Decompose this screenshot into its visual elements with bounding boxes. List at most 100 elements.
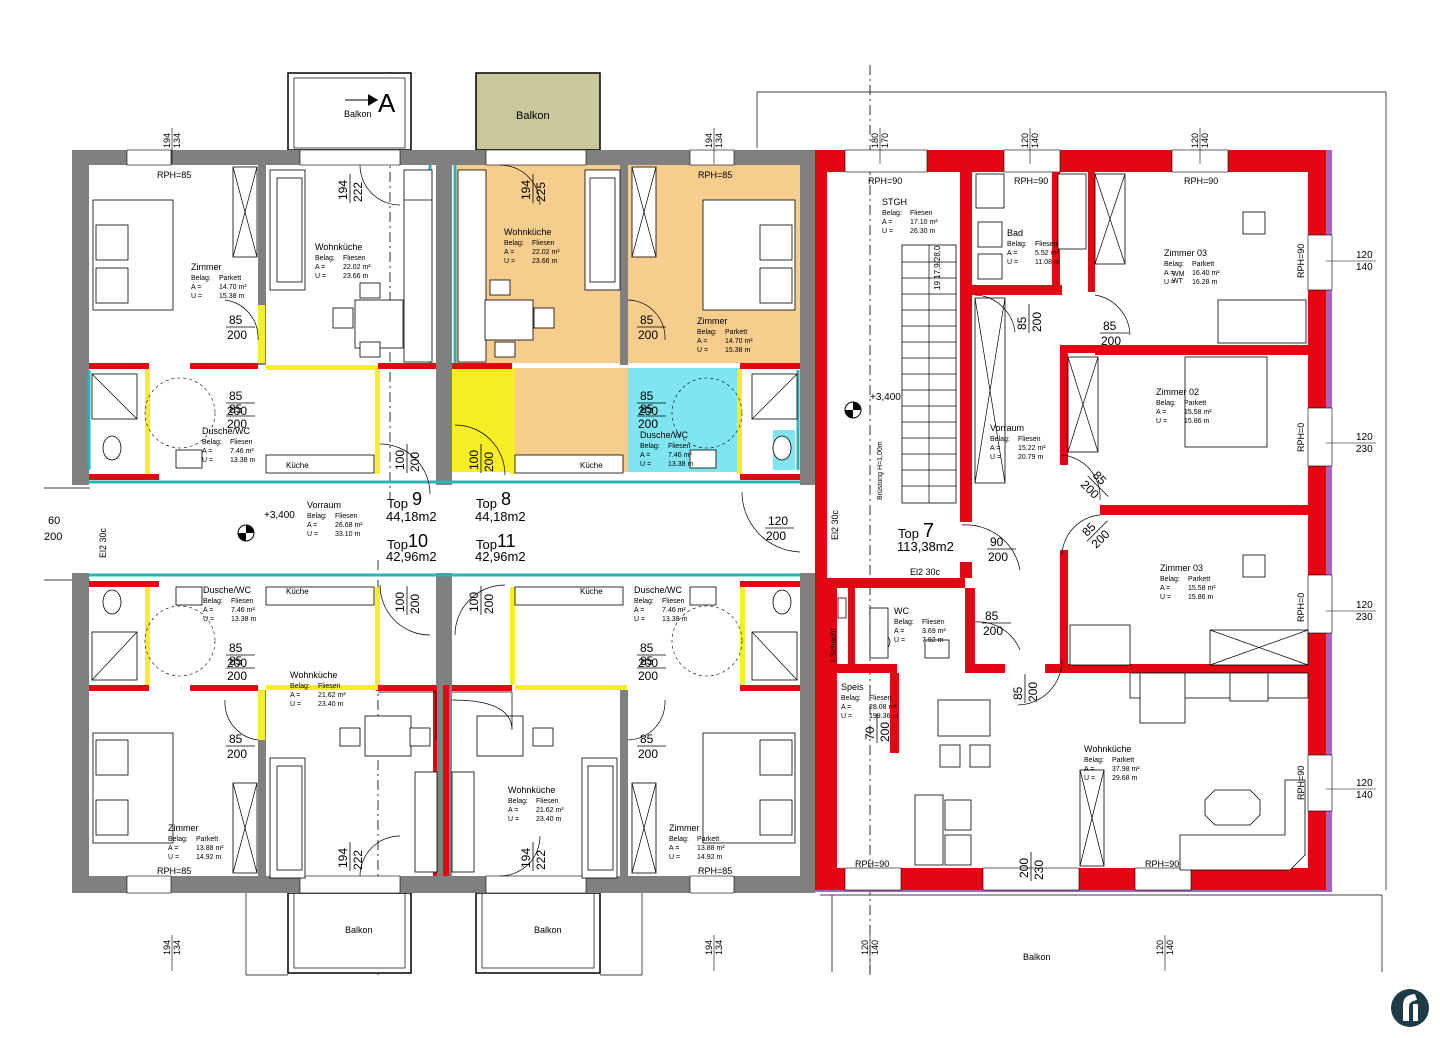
room-name: Wohnküche bbox=[315, 242, 362, 252]
top-8: Top 8 44,18m2 bbox=[475, 489, 526, 524]
svg-text:10: 10 bbox=[408, 531, 428, 551]
door-width: 85 bbox=[1015, 316, 1029, 330]
area-key: A = bbox=[640, 452, 650, 459]
area-key: A = bbox=[894, 628, 904, 635]
area-value: 17.10 m² bbox=[910, 219, 938, 226]
belag-key: Belag: bbox=[508, 798, 528, 805]
belag-value: Parkett bbox=[196, 836, 218, 843]
door-height: 225 bbox=[534, 182, 548, 202]
top-10: Top 10 42,96m2 bbox=[386, 531, 437, 564]
rph-label: RPH=85 bbox=[157, 866, 191, 876]
area-value: 7.46 m² bbox=[662, 607, 686, 614]
perimeter-value: 16.28 m bbox=[1192, 279, 1217, 286]
area-key: A = bbox=[315, 264, 325, 271]
perimeter-key: U = bbox=[841, 713, 852, 720]
belag-value: Fliesen bbox=[532, 240, 555, 247]
belag-value: Fliesen bbox=[318, 683, 341, 690]
perimeter-value: 23.40 m bbox=[318, 701, 343, 708]
door-height: 200 bbox=[638, 656, 658, 670]
area-value: 13.88 m² bbox=[697, 845, 725, 852]
door-width: 194 bbox=[336, 848, 350, 868]
window-height: 134 bbox=[714, 940, 724, 955]
area-value: 3.69 m² bbox=[922, 628, 946, 635]
perimeter-key: U = bbox=[697, 347, 708, 354]
rph-label: RPH=0 bbox=[1296, 423, 1306, 452]
area-key: A = bbox=[990, 445, 1000, 452]
belag-value: Parkett bbox=[1112, 757, 1134, 764]
kitchen-label: Küche bbox=[286, 587, 309, 596]
belag-key: Belag: bbox=[1160, 576, 1180, 583]
door-height: 200 bbox=[638, 328, 658, 342]
svg-text:Top: Top bbox=[898, 526, 919, 541]
belag-key: Belag: bbox=[290, 683, 310, 690]
area-key: A = bbox=[504, 249, 514, 256]
room-name: Wohnküche bbox=[508, 785, 555, 795]
svg-text:9: 9 bbox=[412, 489, 422, 509]
room-name: Zimmer bbox=[669, 823, 700, 833]
perimeter-value: 23.66 m bbox=[343, 273, 368, 280]
belag-key: Belag: bbox=[504, 240, 524, 247]
area-key: A = bbox=[290, 692, 300, 699]
svg-text:Top: Top bbox=[387, 496, 408, 511]
door-width: 85 bbox=[229, 313, 243, 327]
area-key: A = bbox=[1160, 585, 1170, 592]
belag-value: Fliesen bbox=[335, 513, 358, 520]
area-key: A = bbox=[841, 704, 851, 711]
perimeter-key: U = bbox=[894, 637, 905, 644]
edge-dim: 60 bbox=[48, 515, 60, 527]
perimeter-key: U = bbox=[315, 273, 326, 280]
area-value: 28.08 m² bbox=[869, 704, 897, 711]
room-name: Wohnküche bbox=[290, 670, 337, 680]
level-marker-left: +3,400 bbox=[237, 510, 295, 542]
window-width: 180 bbox=[870, 133, 880, 148]
door-width: 85 bbox=[640, 313, 654, 327]
door-width: 100 bbox=[393, 592, 407, 612]
window-height: 134 bbox=[172, 133, 182, 148]
svg-text:7: 7 bbox=[923, 520, 934, 542]
left-block-walls bbox=[72, 149, 815, 894]
wm-label: WM bbox=[1172, 271, 1185, 278]
belag-key: Belag: bbox=[1084, 757, 1104, 764]
door-height: 200 bbox=[227, 404, 247, 418]
svg-text:44,18m2: 44,18m2 bbox=[475, 509, 526, 524]
brand-logo-icon bbox=[1391, 989, 1429, 1027]
room-name: Dusche/WC bbox=[640, 430, 689, 440]
door-width: 85 bbox=[229, 641, 243, 655]
area-value: 14.70 m² bbox=[219, 284, 247, 291]
belag-value: Parkett bbox=[219, 275, 241, 282]
door-width: 85 bbox=[229, 402, 243, 416]
window-height: 170 bbox=[880, 133, 890, 148]
balconies bbox=[245, 72, 643, 976]
perimeter-value: 13.38 m bbox=[230, 457, 255, 464]
room-name: Wohnküche bbox=[504, 227, 551, 237]
door-height: 200 bbox=[408, 452, 422, 472]
window-width: 194 bbox=[162, 940, 172, 955]
area-value: 21.62 m² bbox=[536, 807, 564, 814]
window-width: 120 bbox=[860, 940, 870, 955]
belag-key: Belag: bbox=[669, 836, 689, 843]
door-height: 200 bbox=[227, 747, 247, 761]
room-name: Vorraum bbox=[990, 423, 1024, 433]
area-key: A = bbox=[307, 522, 317, 529]
belag-key: Belag: bbox=[697, 329, 717, 336]
room-name: WC bbox=[894, 606, 909, 616]
perimeter-value: 13.38 m bbox=[231, 616, 256, 623]
area-value: 7.46 m² bbox=[668, 452, 692, 459]
balcony-label: Balkon bbox=[344, 109, 372, 119]
door-width: 85 bbox=[229, 732, 243, 746]
room-name: Zimmer bbox=[168, 823, 199, 833]
